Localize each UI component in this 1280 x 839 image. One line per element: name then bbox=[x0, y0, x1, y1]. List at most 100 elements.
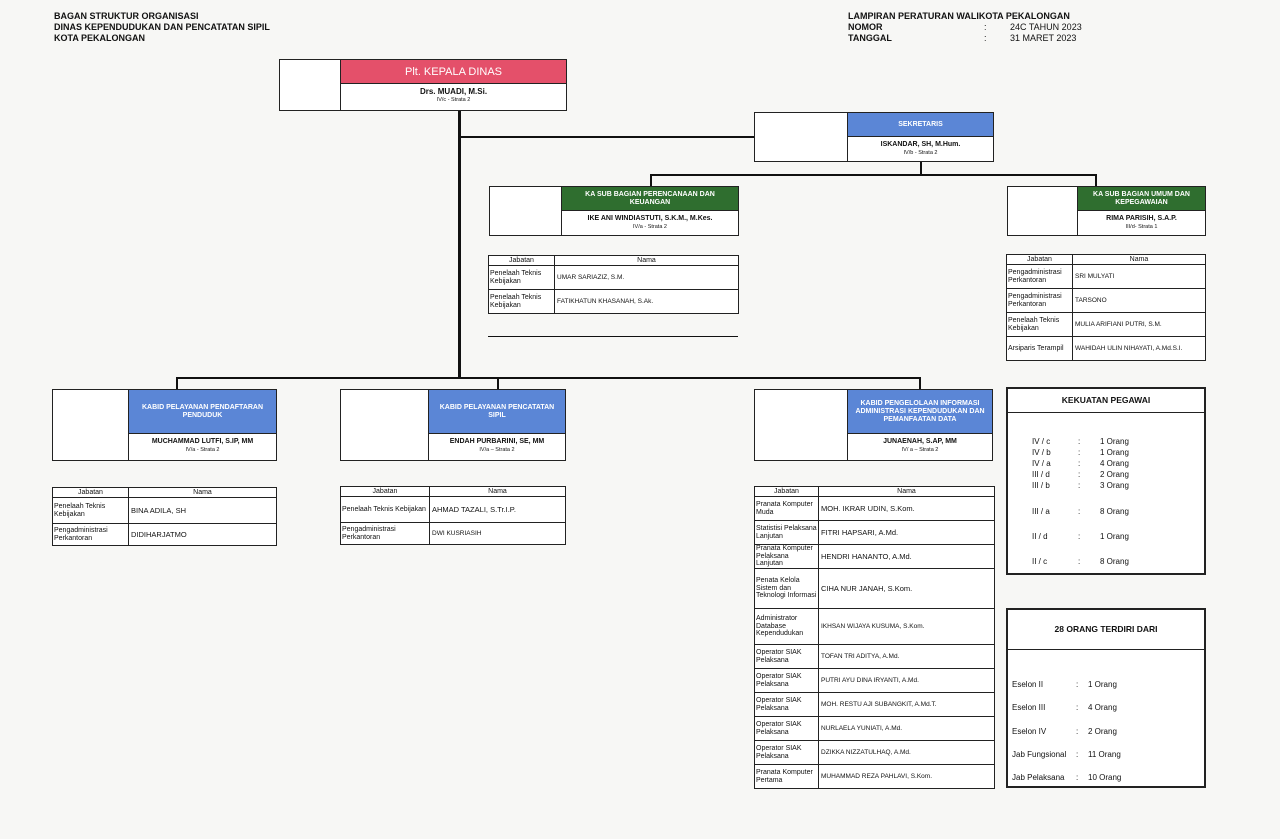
attachment-value: 24C TAHUN 2023 bbox=[1010, 22, 1082, 32]
employee-composition-box: 28 ORANG TERDIRI DARI Eselon II:1 Orang … bbox=[1006, 608, 1206, 788]
attachment-value: 31 MARET 2023 bbox=[1010, 33, 1077, 43]
strength-count: 1 Orang bbox=[1100, 532, 1129, 541]
strength-colon: : bbox=[1078, 448, 1081, 457]
composition-label: Jab Pelaksana bbox=[1012, 773, 1065, 782]
connector-kabid-horizontal bbox=[176, 377, 920, 379]
strength-row: IV / b:1 Orang bbox=[1032, 448, 1129, 458]
position-title: KABID PELAYANAN PENCATATAN SIPIL bbox=[429, 390, 565, 434]
strength-count: 8 Orang bbox=[1100, 557, 1129, 566]
position-kabid-pendaftaran: KABID PELAYANAN PENDAFTARAN PENDUDUK MUC… bbox=[128, 389, 277, 461]
strength-grade: II / d bbox=[1032, 532, 1048, 541]
strength-grade: IV / a bbox=[1032, 459, 1051, 468]
staff-jabatan: Penelaah Teknis Kebijakan bbox=[52, 497, 129, 524]
position-title: SEKRETARIS bbox=[848, 113, 993, 137]
staff-jabatan: Penelaah Teknis Kebijakan bbox=[488, 265, 555, 290]
staff-nama: TOFAN TRI ADITYA, A.Md. bbox=[818, 644, 995, 669]
staff-nama: FATIKHATUN KHASANAH, S.Ak. bbox=[554, 289, 739, 314]
staff-nama: TARSONO bbox=[1072, 288, 1206, 313]
staff-nama: PUTRI AYU DINA IRYANTI, A.Md. bbox=[818, 668, 995, 693]
staff-jabatan: Administrator Database Kependudukan bbox=[754, 608, 819, 645]
staff-jabatan: Penata Kelola Sistem dan Teknologi Infor… bbox=[754, 568, 819, 609]
column-header-nama: Nama bbox=[429, 486, 566, 497]
strength-row: II / d:1 Orang bbox=[1032, 532, 1129, 542]
staff-nama: MUHAMMAD REZA PAHLAVI, S.Kom. bbox=[818, 764, 995, 789]
strength-count: 4 Orang bbox=[1100, 459, 1129, 468]
composition-colon: : bbox=[1076, 680, 1079, 689]
divider-line bbox=[488, 336, 738, 337]
staff-nama: MOH. RESTU AJI SUBANGKIT, A.Md.T. bbox=[818, 692, 995, 717]
connector-sekretaris-down bbox=[920, 161, 922, 175]
photo-placeholder-pencatatan bbox=[340, 389, 429, 461]
staff-jabatan: Pranata Komputer Pertama bbox=[754, 764, 819, 789]
connector-kabid-2 bbox=[497, 377, 499, 389]
column-header-nama: Nama bbox=[554, 255, 739, 266]
composition-count: 10 Orang bbox=[1088, 773, 1122, 782]
strength-grade: III / a bbox=[1032, 507, 1050, 516]
composition-label: Jab Fungsional bbox=[1012, 750, 1067, 759]
staff-jabatan: Pengadministrasi Perkantoran bbox=[1006, 288, 1073, 313]
staff-jabatan: Pranata Komputer Muda bbox=[754, 496, 819, 521]
staff-nama: NURLAELA YUNIATI, A.Md. bbox=[818, 716, 995, 741]
position-kabid-informasi: KABID PENGELOLAAN INFORMASI ADMINISTRASI… bbox=[847, 389, 993, 461]
attachment-row-nomor: NOMOR : 24C TAHUN 2023 bbox=[848, 22, 1082, 33]
position-title: Plt. KEPALA DINAS bbox=[341, 60, 566, 84]
staff-jabatan: Pengadministrasi Perkantoran bbox=[340, 522, 430, 545]
table-row: Penata Kelola Sistem dan Teknologi Infor… bbox=[754, 568, 995, 609]
staff-nama: FITRI HAPSARI, A.Md. bbox=[818, 520, 995, 545]
position-subbag-perencanaan: KA SUB BAGIAN PERENCANAAN DAN KEUANGAN I… bbox=[561, 186, 739, 236]
position-grade: IV/a – Strata 2 bbox=[479, 447, 515, 453]
composition-label: Eselon II bbox=[1012, 680, 1044, 689]
position-title: KA SUB BAGIAN UMUM DAN KEPEGAWAIAN bbox=[1078, 187, 1205, 211]
strength-count: 1 Orang bbox=[1100, 437, 1129, 446]
strength-colon: : bbox=[1078, 507, 1081, 516]
staff-nama: MOH. IKRAR UDIN, S.Kom. bbox=[818, 496, 995, 521]
connector-subbag-right bbox=[1095, 174, 1097, 186]
strength-colon: : bbox=[1078, 481, 1081, 490]
employee-strength-title: KEKUATAN PEGAWAI bbox=[1008, 389, 1204, 413]
composition-row: Eselon II:1 Orang bbox=[1012, 680, 1117, 690]
staff-jabatan: Penelaah Teknis Kebijakan bbox=[340, 496, 430, 523]
attachment-title: LAMPIRAN PERATURAN WALIKOTA PEKALONGAN bbox=[848, 11, 1070, 21]
photo-placeholder-pendaftaran bbox=[52, 389, 129, 461]
employee-composition-title: 28 ORANG TERDIRI DARI bbox=[1008, 610, 1204, 650]
strength-count: 8 Orang bbox=[1100, 507, 1129, 516]
position-grade: IV/a - Strata 2 bbox=[633, 224, 667, 230]
composition-row: Jab Pelaksana:10 Orang bbox=[1012, 773, 1121, 783]
staff-jabatan: Penelaah Teknis Kebijakan bbox=[1006, 312, 1073, 337]
staff-nama: DIDIHARJATMO bbox=[128, 523, 277, 546]
composition-row: Eselon III:4 Orang bbox=[1012, 703, 1117, 713]
strength-row: IV / c:1 Orang bbox=[1032, 437, 1129, 447]
column-header-nama: Nama bbox=[1072, 254, 1206, 265]
strength-grade: II / c bbox=[1032, 557, 1048, 566]
column-header-jabatan: Jabatan bbox=[754, 486, 819, 497]
position-title: KABID PELAYANAN PENDAFTARAN PENDUDUK bbox=[129, 390, 276, 434]
strength-row: II / c:8 Orang bbox=[1032, 557, 1129, 567]
staff-nama: IKHSAN WIJAYA KUSUMA, S.Kom. bbox=[818, 608, 995, 645]
photo-placeholder-informasi bbox=[754, 389, 848, 461]
column-header-jabatan: Jabatan bbox=[52, 487, 129, 498]
attachment-row-tanggal: TANGGAL : 31 MARET 2023 bbox=[848, 33, 1082, 44]
staff-jabatan: Statistisi Pelaksana Lanjutan bbox=[754, 520, 819, 545]
attachment-info: LAMPIRAN PERATURAN WALIKOTA PEKALONGAN N… bbox=[848, 11, 1082, 44]
staff-nama: MULIA ARIFIANI PUTRI, S.M. bbox=[1072, 312, 1206, 337]
position-kepala-dinas: Plt. KEPALA DINAS Drs. MUADI, M.Si. IV/c… bbox=[340, 59, 567, 111]
connector-subbag-horizontal bbox=[650, 174, 1096, 176]
employee-strength-box: KEKUATAN PEGAWAI IV / c:1 Orang IV / b:1… bbox=[1006, 387, 1206, 575]
staff-jabatan: Operator SIAK Pelaksana bbox=[754, 740, 819, 765]
composition-colon: : bbox=[1076, 727, 1079, 736]
column-header-jabatan: Jabatan bbox=[488, 255, 555, 266]
composition-row: Eselon IV:2 Orang bbox=[1012, 727, 1117, 737]
